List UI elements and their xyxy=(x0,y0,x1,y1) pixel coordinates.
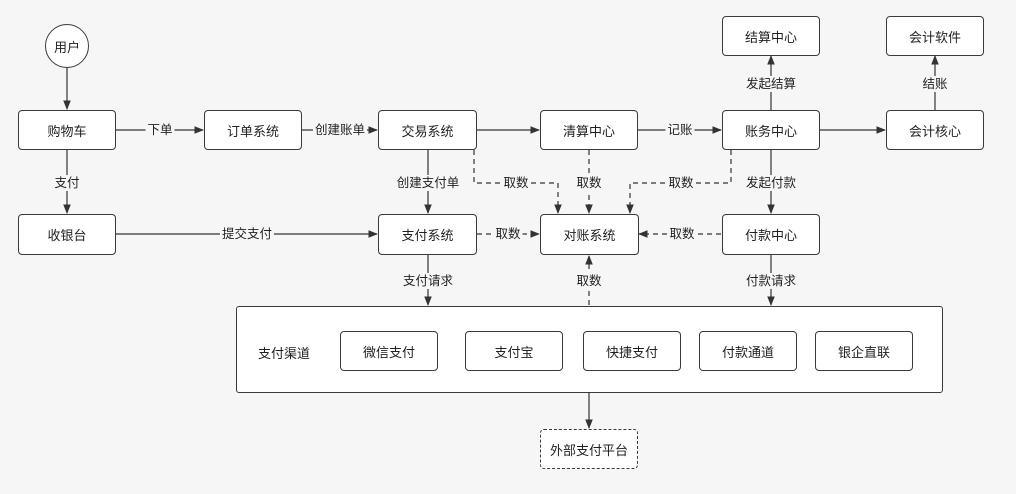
edge-label-payment-reconcile: 取数 xyxy=(493,226,523,242)
payment-system-label: 支付系统 xyxy=(401,229,454,244)
edge-label-cart-cashier: 支付 xyxy=(52,175,82,191)
edge-label-channels-reconcile: 取数 xyxy=(574,273,604,289)
settlement-center-label: 结算中心 xyxy=(744,30,797,46)
accounting-center-node[interactable]: 账务中心 xyxy=(722,110,820,150)
edge-label-payment-channels: 支付请求 xyxy=(400,273,456,289)
payment-channels-title: 支付渠道 xyxy=(258,347,311,362)
settlement-center-node[interactable]: 结算中心 xyxy=(722,16,820,56)
cashier-node[interactable]: 收银台 xyxy=(18,214,116,255)
edge-label-acctcore-software: 结账 xyxy=(920,76,950,92)
channel-alipay[interactable]: 支付宝 xyxy=(465,331,563,371)
edge-label-accounting-reconcile: 取数 xyxy=(666,175,696,191)
edge-label-cashier-payment: 提交支付 xyxy=(219,226,275,242)
reconciliation-system-label: 对账系统 xyxy=(563,229,616,244)
cashier-label: 收银台 xyxy=(47,229,87,244)
channel-bank-direct[interactable]: 银企直联 xyxy=(815,331,913,371)
edge-label-payout-reconcile: 取数 xyxy=(667,226,697,242)
user-node[interactable]: 用户 xyxy=(45,24,89,68)
channel-payout-gateway[interactable]: 付款通道 xyxy=(699,331,797,371)
accounting-core-label: 会计核心 xyxy=(908,124,961,140)
external-payment-platform-node[interactable]: 外部支付平台 xyxy=(540,429,638,469)
cart-label: 购物车 xyxy=(47,124,87,140)
accounting-software-label: 会计软件 xyxy=(908,30,961,46)
channel-wechat-pay[interactable]: 微信支付 xyxy=(340,331,438,371)
edge-label-trade-reconcile: 取数 xyxy=(501,175,531,191)
trade-system-label: 交易系统 xyxy=(401,124,454,140)
edge-label-clearing-accounting: 记账 xyxy=(665,122,695,138)
accounting-center-label: 账务中心 xyxy=(744,124,797,140)
channel-quick-pay-label: 快捷支付 xyxy=(605,345,658,361)
edge-label-order-trade: 创建账单 xyxy=(312,122,368,138)
user-label: 用户 xyxy=(53,40,80,56)
payout-center-node[interactable]: 付款中心 xyxy=(722,214,820,255)
edge-label-accounting-settlement: 发起结算 xyxy=(743,76,799,92)
order-system-node[interactable]: 订单系统 xyxy=(204,110,302,150)
payment-system-node[interactable]: 支付系统 xyxy=(378,214,477,255)
channel-wechat-pay-label: 微信支付 xyxy=(362,345,415,361)
channel-alipay-label: 支付宝 xyxy=(494,345,534,361)
order-system-label: 订单系统 xyxy=(226,124,279,140)
trade-system-node[interactable]: 交易系统 xyxy=(378,110,477,150)
channel-payout-gateway-label: 付款通道 xyxy=(721,345,774,361)
edge-label-payout-channels: 付款请求 xyxy=(743,273,799,289)
cart-node[interactable]: 购物车 xyxy=(18,110,116,150)
external-payment-platform-label: 外部支付平台 xyxy=(549,443,628,459)
channel-bank-direct-label: 银企直联 xyxy=(837,345,890,361)
clearing-center-node[interactable]: 清算中心 xyxy=(540,110,638,150)
channel-quick-pay[interactable]: 快捷支付 xyxy=(583,331,681,371)
accounting-core-node[interactable]: 会计核心 xyxy=(886,110,984,150)
payout-center-label: 付款中心 xyxy=(744,229,797,244)
reconciliation-system-node[interactable]: 对账系统 xyxy=(540,214,639,255)
edge-label-clearing-reconcile: 取数 xyxy=(574,175,604,191)
edge-label-accounting-payout: 发起付款 xyxy=(743,175,799,191)
clearing-center-label: 清算中心 xyxy=(562,124,615,140)
accounting-software-node[interactable]: 会计软件 xyxy=(886,16,984,56)
edge-label-trade-payment: 创建支付单 xyxy=(394,175,462,191)
edge-label-cart-order: 下单 xyxy=(145,122,175,138)
